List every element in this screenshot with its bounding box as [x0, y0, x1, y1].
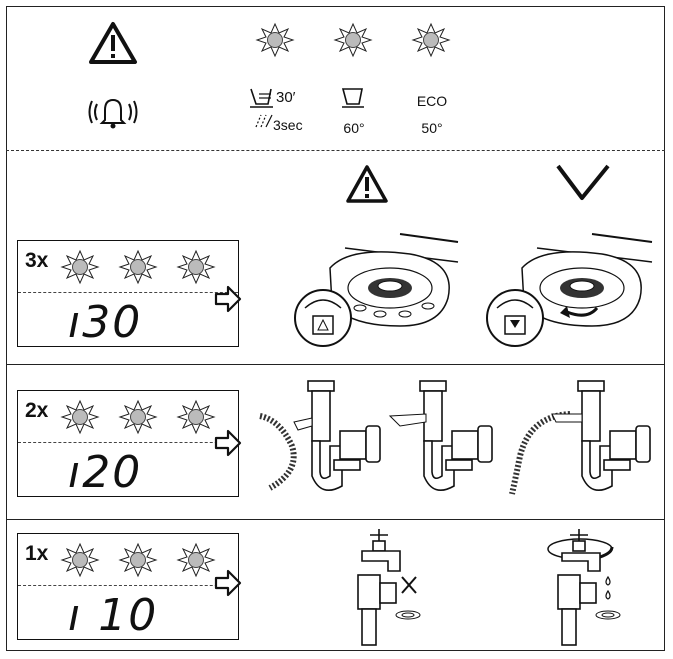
rinse-icon — [255, 114, 273, 128]
display-panel-2x: 2x ı20 — [17, 390, 239, 498]
row-divider — [6, 364, 665, 365]
panel-leds — [61, 250, 215, 284]
blinking-led-icon — [412, 23, 450, 57]
section-divider — [6, 150, 665, 151]
row-divider — [6, 519, 665, 520]
panel-leds — [61, 400, 215, 434]
cup-program-icon — [341, 88, 364, 108]
blink-count: 1x — [25, 542, 49, 565]
blink-count: 3x — [25, 249, 49, 272]
legend-col3-line2: 50° — [421, 120, 443, 136]
right-arrow-icon — [214, 285, 242, 313]
diagram-frame — [6, 6, 665, 651]
panel-leds — [61, 543, 215, 577]
drain-hose-siphon-illustration — [259, 380, 651, 495]
water-tap-closed-illustration — [357, 529, 421, 646]
panel-divider — [18, 292, 238, 293]
legend-col3-line1: ECO — [416, 93, 448, 109]
legend-col2-line1: 60° — [343, 120, 365, 136]
right-arrow-icon — [214, 429, 242, 457]
display-panel-3x: 3x ı30 — [17, 240, 239, 348]
error-code-display: ı20 — [68, 447, 143, 498]
warning-triangle-icon — [346, 165, 388, 203]
water-tap-open-illustration — [547, 529, 621, 646]
right-arrow-icon — [214, 569, 242, 597]
blinking-led-icon — [256, 23, 294, 57]
blink-count: 2x — [25, 399, 49, 422]
legend-col1-line2: 3sec — [273, 117, 303, 133]
quick-program-icon — [250, 88, 273, 108]
legend-leds — [256, 23, 450, 57]
filter-correct-illustration — [486, 233, 653, 347]
panel-divider — [18, 442, 238, 443]
blinking-led-icon — [334, 23, 372, 57]
error-code-display: ı 10 — [68, 590, 159, 641]
alarm-bell-icon — [88, 98, 138, 129]
warning-triangle-icon — [89, 22, 137, 64]
checkmark-icon — [556, 164, 610, 200]
display-panel-1x: 1x ı 10 — [17, 533, 239, 641]
legend-col1-line1: 30′ — [276, 89, 296, 106]
panel-divider — [18, 585, 238, 586]
filter-blocked-illustration — [294, 233, 459, 347]
error-code-display: ı30 — [68, 297, 143, 348]
